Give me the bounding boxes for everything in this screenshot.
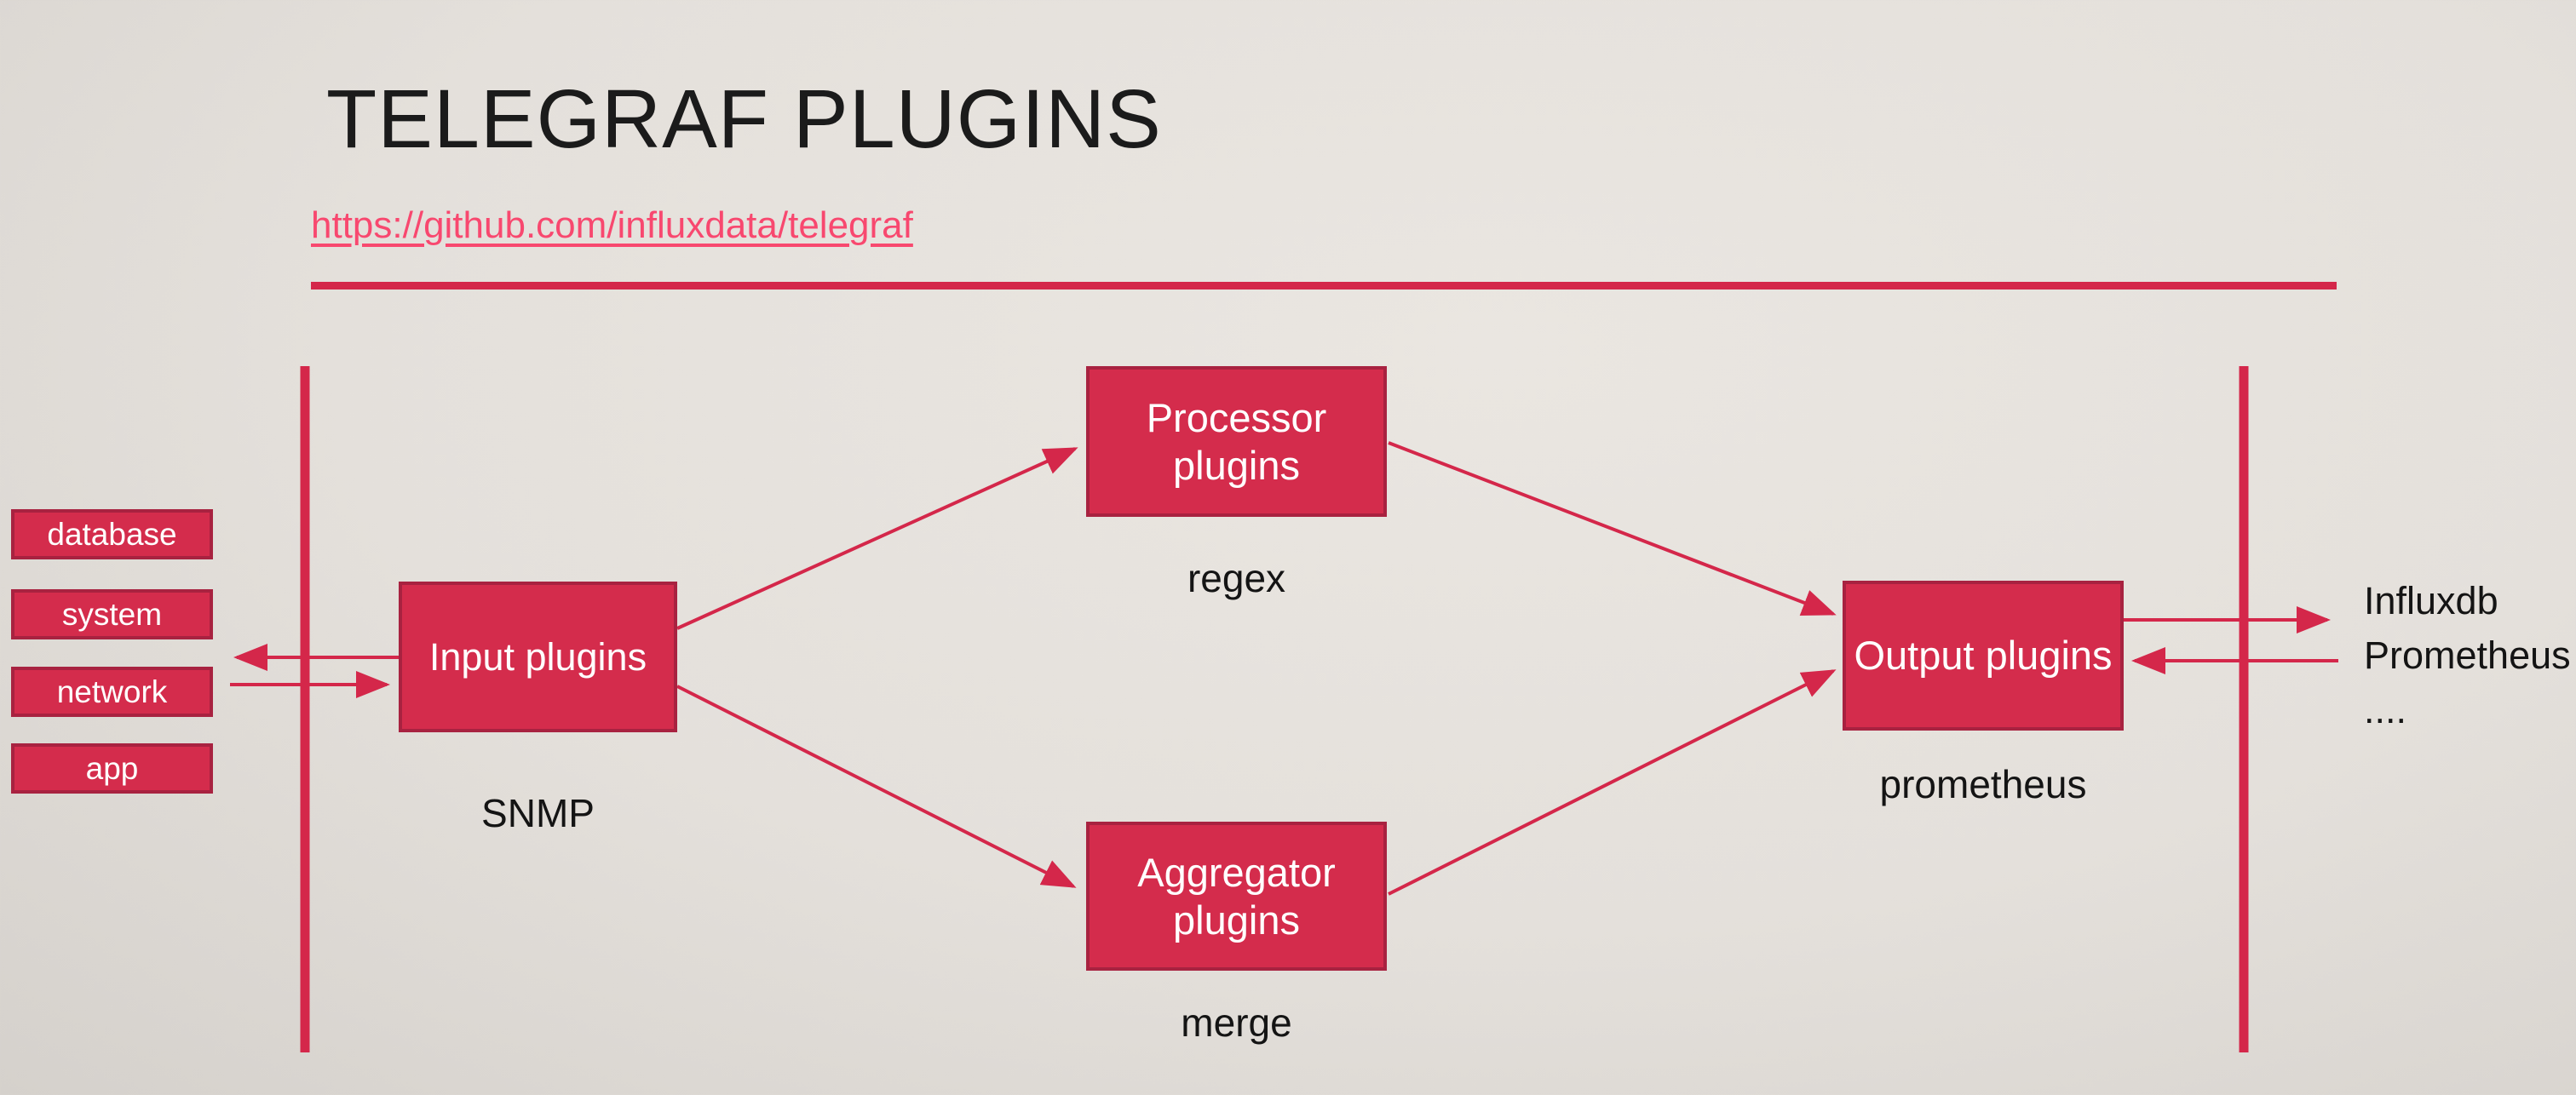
input-plugins-label: Input plugins [428,634,647,679]
page-title: TELEGRAF PLUGINS [326,72,1162,165]
input-caption: SNMP [481,791,595,835]
processor-plugins-box: Processor plugins [1086,366,1387,517]
output-plugins-label: Output plugins [1854,633,2113,679]
title-divider [311,282,2337,290]
arrow-input-to-aggregator [676,685,1077,888]
source-label: network [56,674,168,709]
source-box-network: network [11,667,213,717]
source-box-system: system [11,589,213,639]
source-box-app: app [11,743,213,794]
arrow-input-to-processor [676,447,1078,630]
source-label: app [85,750,139,786]
source-box-database: database [11,509,213,559]
destination-item: .... [2364,688,2407,731]
aggregator-caption: merge [1181,1000,1292,1045]
input-plugins-box: Input plugins [399,582,677,732]
arrow-processor-to-output [1388,441,1837,616]
source-label: database [47,516,177,552]
processor-caption: regex [1187,556,1286,600]
aggregator-plugins-box: Aggregator plugins [1086,822,1387,971]
destination-item: Influxdb [2364,579,2498,622]
output-caption: prometheus [1879,762,2087,806]
output-plugins-box: Output plugins [1843,581,2124,731]
processor-plugins-label: Processor plugins [1146,395,1327,488]
destination-item: Prometheus [2364,633,2571,677]
destinations-list: Influxdb Prometheus .... [2364,574,2576,737]
aggregator-plugins-label: Aggregator plugins [1137,850,1336,943]
source-label: system [61,596,163,632]
arrow-aggregator-to-output [1388,669,1837,896]
github-link[interactable]: https://github.com/influxdata/telegraf [311,204,913,246]
